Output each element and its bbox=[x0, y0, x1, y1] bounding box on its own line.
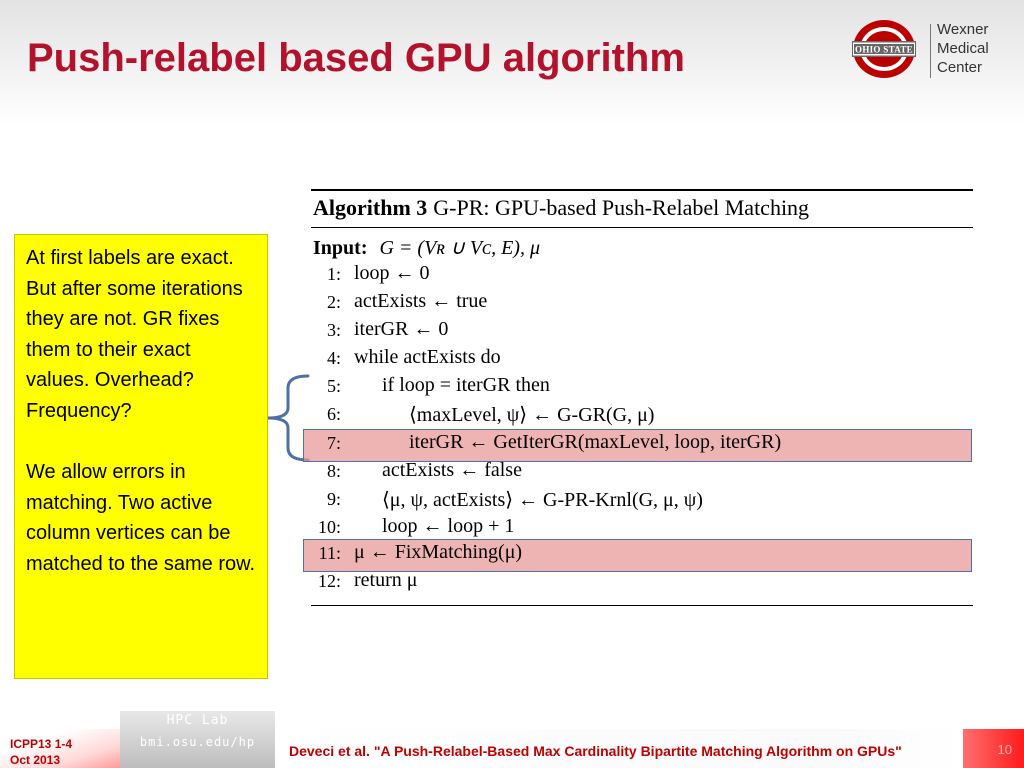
logo-divider bbox=[930, 24, 931, 78]
line-number: 3: bbox=[326, 320, 341, 340]
algorithm-line-3: 3: iterGR ← 0 bbox=[311, 318, 973, 346]
footer-lab-url: bmi.osu.edu/hp bbox=[139, 735, 256, 749]
line-number: 5: bbox=[326, 376, 341, 396]
note-callout: At first labels are exact. But after som… bbox=[14, 234, 268, 679]
line-code: ⟨μ, ψ, actExists⟩ ← G-PR-Krnl(G, μ, ψ) bbox=[382, 489, 703, 511]
line-code: iterGR ← 0 bbox=[354, 318, 449, 340]
logo-line-medical: Medical bbox=[937, 40, 989, 57]
curly-bracket-icon bbox=[267, 374, 310, 462]
line-code: return μ bbox=[354, 569, 418, 591]
line-code: actExists ← false bbox=[382, 459, 522, 481]
line-code: loop ← 0 bbox=[354, 262, 430, 284]
footer-conference-name: ICPP13 1-4 bbox=[10, 737, 73, 751]
algorithm-name: G-PR: GPU-based Push-Relabel Matching bbox=[433, 195, 810, 220]
footer-citation: Deveci et al. "A Push-Relabel-Based Max … bbox=[289, 743, 902, 759]
line-number: 8: bbox=[326, 461, 341, 481]
algorithm-line-8: 8: actExists ← false bbox=[311, 459, 973, 487]
algorithm-line-4: 4: while actExists do bbox=[311, 346, 973, 374]
note-paragraph-labels: At first labels are exact. But after som… bbox=[26, 247, 243, 422]
footer-conference-date: Oct 2013 bbox=[10, 753, 61, 767]
algorithm-line-5: 5: if loop = iterGR then bbox=[311, 374, 973, 402]
line-number: 6: bbox=[326, 404, 341, 424]
logo-line-center: Center bbox=[937, 59, 983, 76]
footer-page-panel: 10 bbox=[963, 729, 1024, 768]
osu-wexner-logo: OHIO STATE Wexner Medical Center bbox=[850, 18, 1010, 80]
algorithm-line-7: 7: iterGR ← GetIterGR(maxLevel, loop, it… bbox=[311, 431, 973, 459]
ohio-state-block-o-icon: OHIO STATE bbox=[852, 20, 916, 78]
page-number: 10 bbox=[997, 742, 1012, 757]
header-band bbox=[0, 0, 1024, 125]
algorithm-line-10: 10: loop ← loop + 1 bbox=[311, 515, 973, 543]
line-code: μ ← FixMatching(μ) bbox=[354, 541, 523, 563]
footer-citation-panel bbox=[275, 729, 963, 768]
logo-line-wexner: Wexner bbox=[937, 21, 989, 38]
line-number: 4: bbox=[326, 348, 341, 368]
footer-lab-name: HPC Lab bbox=[166, 713, 229, 728]
algorithm-line-11: 11: μ ← FixMatching(μ) bbox=[311, 541, 973, 569]
highlight-line-11 bbox=[303, 539, 972, 572]
line-code: actExists ← true bbox=[354, 290, 488, 312]
line-number: 7: bbox=[326, 433, 341, 453]
slide-footer: ICPP13 1-4 Oct 2013 HPC Lab bmi.osu.edu/… bbox=[0, 711, 1024, 768]
logo-wordmark: Wexner Medical Center bbox=[937, 20, 989, 77]
algorithm-line-9: 9: ⟨μ, ψ, actExists⟩ ← G-PR-Krnl(G, μ, ψ… bbox=[311, 487, 973, 515]
footer-conference-panel bbox=[0, 729, 120, 768]
algorithm-line-12: 12: return μ bbox=[311, 569, 973, 597]
line-code: iterGR ← GetIterGR(maxLevel, loop, iterG… bbox=[409, 431, 782, 453]
footer-lab-panel: HPC Lab bmi.osu.edu/hp bbox=[120, 711, 275, 768]
note-paragraph-errors: We allow errors in matching. Two active … bbox=[26, 461, 256, 575]
line-code: ⟨maxLevel, ψ⟩ ← G-GR(G, μ) bbox=[409, 404, 655, 426]
line-number: 9: bbox=[326, 489, 341, 509]
algorithm-line-6: 6: ⟨maxLevel, ψ⟩ ← G-GR(G, μ) bbox=[311, 402, 973, 430]
ohio-state-mark-text: OHIO STATE bbox=[855, 45, 913, 55]
line-number: 10: bbox=[317, 517, 341, 537]
line-number: 11: bbox=[318, 543, 341, 563]
algorithm-line-2: 2: actExists ← true bbox=[311, 290, 973, 318]
line-number: 1: bbox=[326, 264, 341, 284]
highlight-line-7 bbox=[303, 429, 972, 462]
footer-conference: ICPP13 1-4 Oct 2013 bbox=[10, 736, 72, 768]
line-code: while actExists do bbox=[354, 346, 501, 368]
line-code: if loop = iterGR then bbox=[382, 374, 550, 396]
input-value: G = (Vʀ ∪ Vᴄ, E), μ bbox=[379, 237, 540, 259]
algorithm-bottom-rule bbox=[311, 605, 973, 606]
line-code: loop ← loop + 1 bbox=[382, 515, 515, 537]
algorithm-number: Algorithm 3 bbox=[313, 195, 428, 220]
line-number: 2: bbox=[326, 292, 341, 312]
input-label: Input: bbox=[313, 237, 368, 259]
algorithm-caption-rule bbox=[311, 227, 973, 228]
algorithm-top-rule bbox=[311, 189, 973, 191]
line-number: 12: bbox=[317, 571, 341, 591]
algorithm-input: Input: G = (Vʀ ∪ Vᴄ, E), μ bbox=[313, 235, 540, 260]
algorithm-line-1: 1: loop ← 0 bbox=[311, 262, 973, 290]
page-title: Push-relabel based GPU algorithm bbox=[27, 36, 685, 80]
